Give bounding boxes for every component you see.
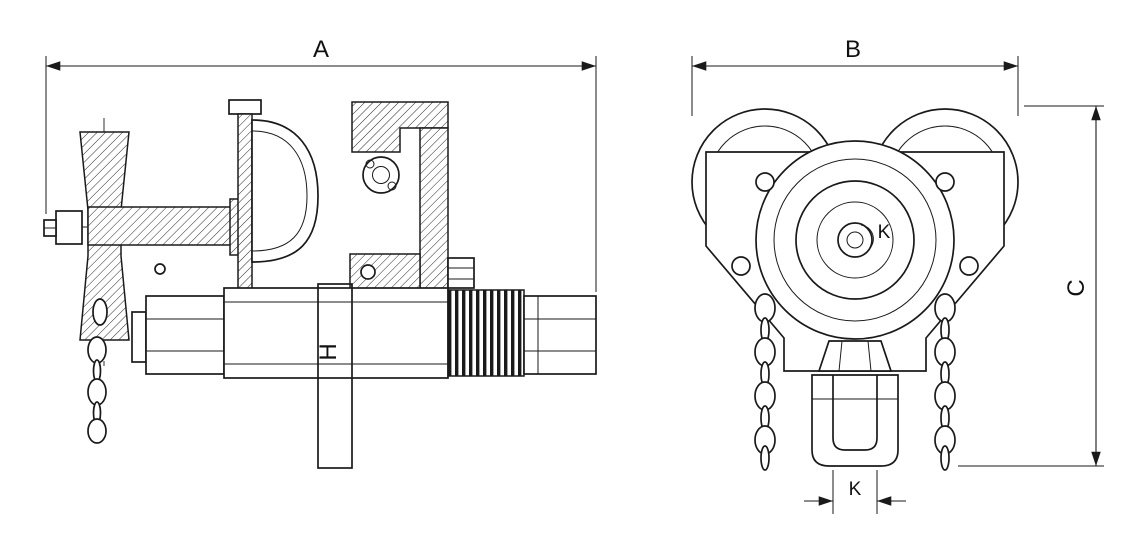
dimension-k: K bbox=[804, 470, 906, 514]
front-view: K bbox=[691, 36, 1104, 514]
dim-label-b: B bbox=[845, 36, 861, 63]
dim-label-a: A bbox=[313, 36, 329, 63]
dim-label-k: K bbox=[849, 479, 862, 500]
dimension-b: B bbox=[691, 36, 1019, 116]
gear-cover bbox=[251, 119, 319, 263]
plate-holes bbox=[731, 172, 979, 276]
dimension-c: C bbox=[958, 105, 1104, 467]
dim-label-h: H bbox=[315, 343, 342, 360]
chain-guide bbox=[43, 210, 83, 245]
hand-chain-side bbox=[87, 336, 107, 444]
dim-label-c: C bbox=[1063, 279, 1090, 296]
side-view: H A bbox=[43, 36, 597, 469]
bottom-clevis bbox=[811, 340, 899, 467]
suspension-bar bbox=[131, 287, 597, 379]
gear-housing: K bbox=[755, 140, 955, 340]
hand-chain-left-fall bbox=[754, 293, 776, 471]
side-plate-section bbox=[228, 99, 262, 293]
dimension-a: A bbox=[45, 36, 597, 292]
wheel-bracket bbox=[349, 101, 475, 293]
hand-chain-right-fall bbox=[934, 293, 956, 471]
center-label-k: K bbox=[878, 222, 891, 243]
hanger-plate: H bbox=[315, 283, 353, 469]
